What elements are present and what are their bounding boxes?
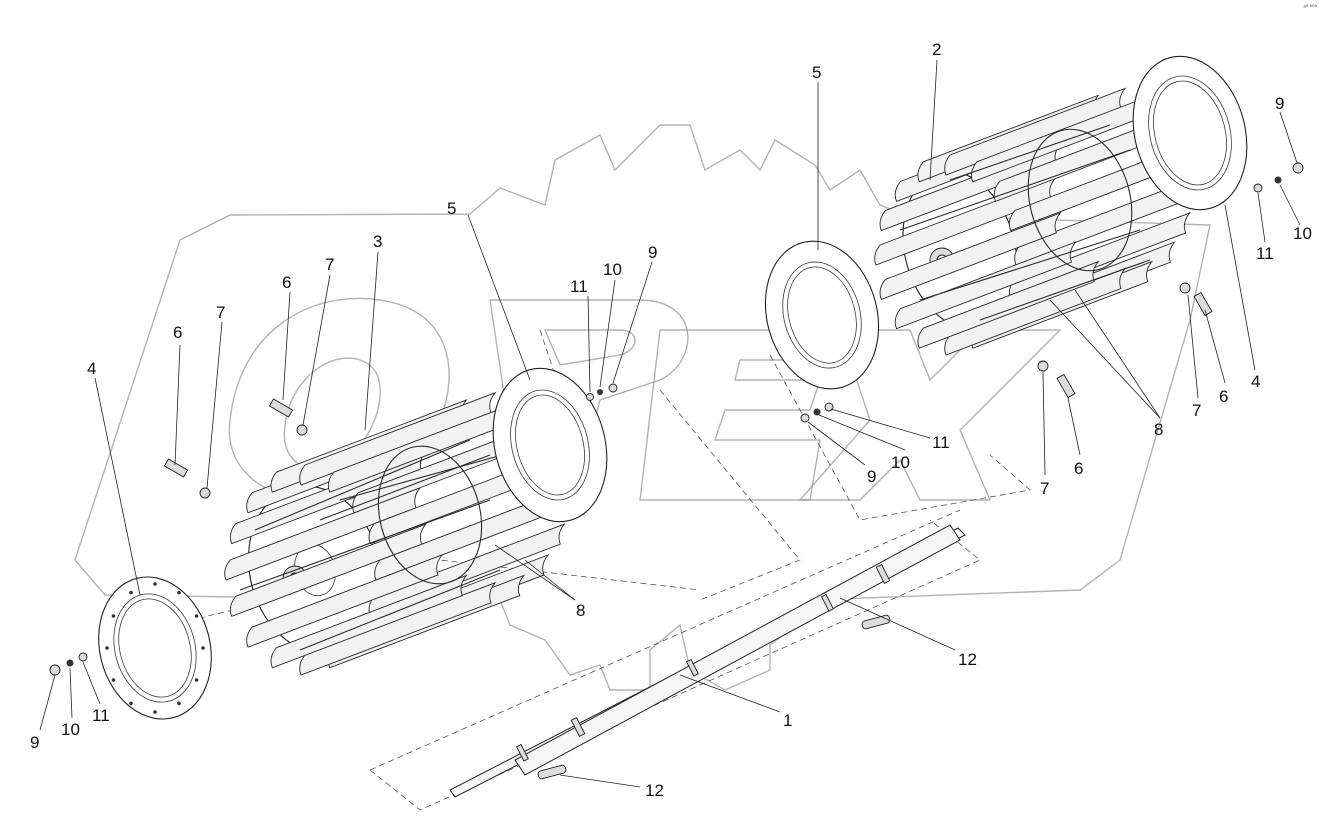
bolt-hole (177, 590, 181, 595)
middle-flange-right (764, 240, 880, 390)
middle-flange-left (492, 367, 608, 523)
flange-bolt-holes (105, 582, 205, 714)
impeller-blade (944, 267, 1127, 356)
label-part-9-b: 9 (1275, 94, 1284, 113)
label-part-2: 2 (932, 40, 941, 59)
impeller-blade (368, 523, 566, 617)
label-part-9-d: 9 (30, 733, 39, 752)
label-part-11-d: 11 (92, 706, 110, 725)
leader-lines (39, 59, 1301, 788)
label-part-6-b: 6 (282, 273, 291, 292)
label-part-8-right: 8 (1154, 420, 1163, 439)
label-part-6-c: 6 (1219, 387, 1228, 406)
label-part-10-b: 10 (1293, 224, 1312, 243)
impeller-blade (917, 260, 1100, 349)
label-part-9-c: 9 (867, 467, 876, 486)
bolt-hole (177, 701, 181, 706)
part-labels: 1 2 3 4 4 5 5 6 6 6 6 7 7 7 7 8 8 9 9 9 … (30, 40, 1312, 800)
label-part-12-a: 12 (958, 650, 977, 669)
bolt-hole (194, 678, 199, 682)
right-impeller (874, 87, 1197, 356)
label-part-7-b: 7 (325, 255, 334, 274)
fasteners (49, 162, 1304, 676)
label-part-10-c: 10 (891, 453, 910, 472)
impeller-blade (270, 574, 468, 669)
bolt-hole (111, 678, 116, 682)
bolt-hole (201, 646, 205, 650)
label-part-11-c: 11 (932, 433, 950, 452)
label-part-5-right: 5 (812, 63, 821, 82)
label-part-9-a: 9 (648, 243, 657, 262)
label-part-3: 3 (373, 232, 382, 251)
impeller-blade (894, 241, 1077, 330)
bolt-hole (129, 590, 133, 595)
impeller-blade (229, 523, 428, 617)
label-part-6-a: 6 (173, 323, 182, 342)
impeller-blade (246, 553, 444, 648)
bolt-hole (153, 710, 157, 714)
impeller-blade (299, 581, 497, 676)
label-part-5-left: 5 (447, 199, 456, 218)
bolt-hole (111, 614, 116, 618)
label-part-8-left: 8 (576, 601, 585, 620)
bolt-hole (194, 614, 199, 618)
label-part-10-a: 10 (603, 260, 622, 279)
label-part-7-c: 7 (1192, 401, 1201, 420)
label-part-11-a: 11 (570, 277, 588, 296)
main-shaft (449, 524, 966, 798)
bolt-hole (105, 646, 109, 650)
label-part-11-b: 11 (1256, 244, 1274, 263)
label-part-4-left: 4 (87, 359, 96, 378)
label-part-12-b: 12 (645, 781, 664, 800)
label-part-4-right: 4 (1251, 372, 1260, 391)
label-part-7-d: 7 (1040, 479, 1049, 498)
label-part-1: 1 (783, 711, 792, 730)
impeller-blades (874, 87, 1197, 356)
right-end-flange (1132, 55, 1248, 211)
left-impeller (224, 391, 572, 676)
shaft-keys (537, 614, 891, 780)
bolt-hole (153, 582, 157, 586)
label-part-6-d: 6 (1074, 459, 1083, 478)
corner-mark: ᵃ⁰ ⁰⁰⁰ (1303, 5, 1317, 11)
impeller-blade (879, 211, 1062, 301)
label-part-10-d: 10 (61, 720, 80, 739)
label-part-7-a: 7 (216, 303, 225, 322)
bolt-hole (129, 701, 133, 706)
